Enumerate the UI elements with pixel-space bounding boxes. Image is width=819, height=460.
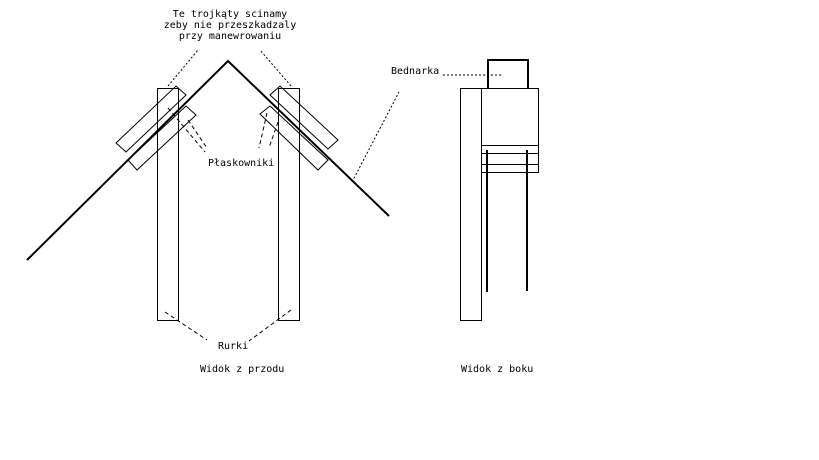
annotation-leader-right <box>259 49 292 87</box>
strap-label: Bednarka <box>391 66 440 77</box>
annotation-leader-left <box>167 49 199 87</box>
left-inner-flat-bar <box>127 105 197 171</box>
flat-bar-leader-4 <box>268 121 279 149</box>
tubes-label: Rurki <box>218 341 249 352</box>
front-left-tube <box>157 88 179 321</box>
annotation-line: Te trojkąty scinamy <box>172 9 288 20</box>
strap-leader-front <box>351 91 400 183</box>
roof-line <box>26 59 390 261</box>
tube-leader-right <box>248 309 292 342</box>
flat-bars-label: Płaskowniki <box>208 158 275 169</box>
side-tube <box>460 88 482 321</box>
side-view-label: Widok z boku <box>461 364 534 375</box>
side-strap <box>487 59 529 88</box>
right-outer-flat-bar <box>269 85 339 150</box>
annotation-line: zeby nie przeszkadzaly <box>163 20 297 31</box>
side-box <box>481 88 539 173</box>
front-view-label: Widok z przodu <box>200 364 285 375</box>
flat-bar-leader-2 <box>187 119 208 149</box>
flat-bar-leader-1 <box>167 107 206 153</box>
tube-leader-left <box>164 311 208 341</box>
annotation-line: przy manewrowaniu <box>178 31 282 42</box>
front-right-tube <box>278 88 300 321</box>
left-outer-flat-bar <box>115 85 187 153</box>
right-inner-flat-bar <box>259 105 329 171</box>
flat-bar-leader-3 <box>258 112 268 149</box>
annotation-text: Te trojkąty scinamy zeby nie przeszkadza… <box>160 9 300 42</box>
